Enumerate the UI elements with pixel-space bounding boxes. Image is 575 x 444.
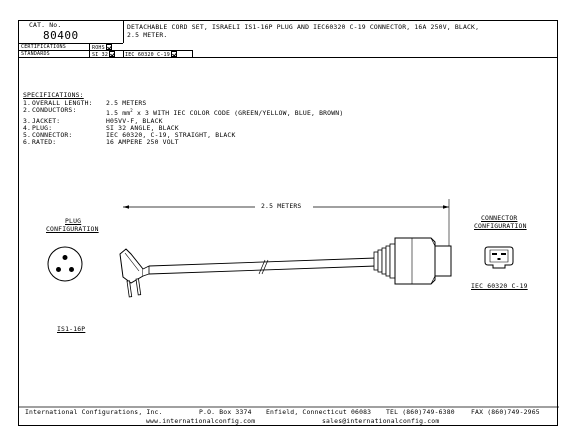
standard-si32: SI 32 — [92, 51, 116, 59]
cord-bottom-line — [148, 265, 377, 275]
specifications-heading: SPECIFICATIONS: — [23, 91, 84, 99]
spec-value: 16 AMPERE 250 VOLT — [106, 138, 179, 147]
spec-value: H05VV-F, BLACK — [106, 116, 163, 125]
spec-num: 2. — [23, 106, 32, 115]
connector-body — [394, 237, 452, 285]
footer-city: Enfield, Connecticut 06083 — [266, 408, 372, 416]
spec-label: JACKET: — [32, 116, 61, 125]
cord-top-line — [148, 257, 377, 267]
footer-tel: TEL (860)749-6380 — [386, 408, 455, 416]
spec-row: 6. RATED: 16 AMPERE 250 VOLT — [23, 138, 343, 147]
checkbox-checked-icon — [109, 51, 116, 57]
spec-label: RATED: — [32, 138, 57, 147]
plug-face-outline — [47, 246, 83, 282]
spec-row: 4. PLUG: SI 32 ANGLE, BLACK — [23, 123, 343, 132]
plug-pin-left — [56, 267, 61, 272]
footer-website: www.internationalconfig.com — [146, 417, 256, 425]
spec-label: PLUG: — [32, 123, 53, 132]
spec-num: 3. — [23, 116, 32, 125]
spec-num: 4. — [23, 123, 32, 132]
spec-value: 1.5 mm2 x 3 WITH IEC COLOR CODE (GREEN/Y… — [106, 107, 343, 117]
spec-num: 1. — [23, 99, 32, 107]
footer-email: sales@internationalconfig.com — [322, 417, 440, 425]
footer-fax: FAX (860)749-2965 — [471, 408, 540, 416]
spec-row: 2. CONDUCTORS: 1.5 mm2 x 3 WITH IEC COLO… — [23, 106, 343, 117]
connector-type-label: IEC 60320 C-19 — [471, 282, 528, 290]
rohs-label: ROHS — [92, 45, 105, 51]
spec-value-post: x 3 WITH IEC COLOR CODE (GREEN/YELLOW, B… — [132, 109, 344, 118]
cat-no-label: CAT. No. — [29, 21, 62, 29]
divider — [123, 21, 124, 43]
cord-break-mark — [258, 259, 266, 275]
plug-pin-right — [69, 267, 74, 272]
plug-type-label: IS1-16P — [57, 325, 86, 333]
cord-break-mark — [261, 259, 269, 275]
spec-value: 2.5 METERS — [106, 99, 147, 107]
spec-label: CONNECTOR: — [32, 130, 73, 139]
plug-earth-pin — [62, 255, 68, 260]
spec-label: OVERALL LENGTH: — [32, 99, 93, 107]
divider — [19, 50, 192, 51]
divider — [123, 50, 124, 57]
footer-po-box: P.O. Box 3374 — [199, 408, 252, 416]
connector-config-heading-2: CONFIGURATION — [474, 222, 527, 230]
arrowhead-right-icon — [443, 205, 449, 209]
drawing-sheet: CAT. No. 80400 DETACHABLE CORD SET, ISRA… — [18, 20, 559, 426]
rohs-certification: ROHS — [92, 44, 112, 52]
spec-value: IEC 60320, C-19, STRAIGHT, BLACK — [106, 130, 236, 139]
plug-body — [119, 248, 150, 298]
footer-company: International Configurations, Inc. — [25, 408, 163, 416]
description-line-2: 2.5 METER. — [127, 31, 168, 39]
connector-config-heading-1: CONNECTOR — [481, 214, 518, 222]
arrowhead-left-icon — [123, 205, 129, 209]
spec-row: 5. CONNECTOR: IEC 60320, C-19, STRAIGHT,… — [23, 130, 343, 139]
description-line-1: DETACHABLE CORD SET, ISRAELI IS1-16P PLU… — [127, 23, 480, 31]
divider — [19, 57, 558, 58]
checkbox-checked-icon — [105, 44, 112, 50]
standard-iec: IEC 60320 C-19 — [125, 51, 177, 59]
standard-1-label: SI 32 — [92, 52, 109, 58]
spec-num: 5. — [23, 130, 32, 139]
certifications-label: CERTIFICATIONS — [21, 44, 66, 50]
spec-value-pre: 1.5 mm — [106, 109, 131, 118]
spec-row: 1. OVERALL LENGTH: 2.5 METERS — [23, 99, 343, 107]
length-dimension-label: 2.5 METERS — [259, 202, 304, 210]
spec-row: 3. JACKET: H05VV-F, BLACK — [23, 116, 343, 125]
spec-value: SI 32 ANGLE, BLACK — [106, 123, 179, 132]
divider — [89, 43, 90, 57]
cord-drawing — [19, 199, 559, 408]
standard-2-label: IEC 60320 C-19 — [125, 52, 170, 58]
divider — [192, 50, 193, 57]
spec-value-sup: 2 — [130, 108, 133, 114]
spec-label: CONDUCTORS: — [32, 106, 77, 115]
cat-no-value: 80400 — [43, 29, 79, 42]
plug-config-heading-1: PLUG — [65, 217, 82, 225]
divider — [19, 43, 123, 44]
connector-strain-relief — [373, 243, 396, 279]
spec-num: 6. — [23, 138, 32, 147]
plug-config-heading-2: CONFIGURATION — [46, 225, 99, 233]
connector-face — [484, 246, 514, 269]
specifications-table: 1. OVERALL LENGTH: 2.5 METERS 2. CONDUCT… — [23, 99, 343, 147]
standards-label: STANDARDS — [21, 51, 50, 57]
checkbox-checked-icon — [170, 51, 177, 57]
